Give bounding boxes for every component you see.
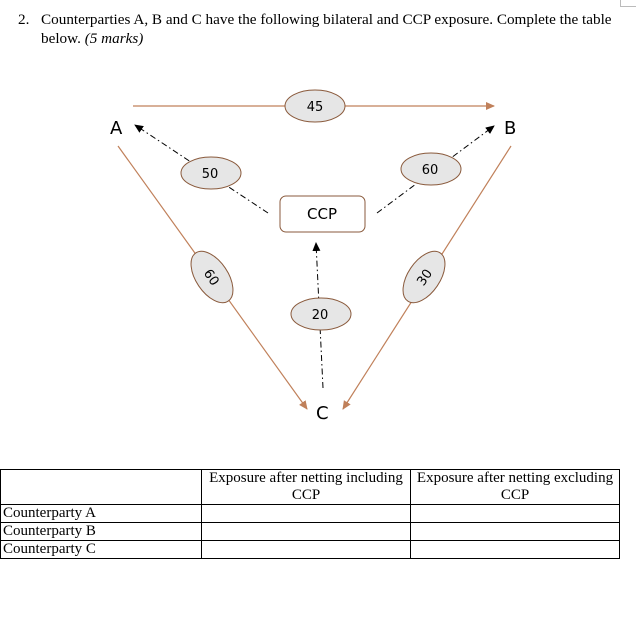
cell-c-excluding[interactable]	[410, 540, 620, 559]
question-marks: (5 marks)	[84, 30, 144, 47]
pill-c-to-ccp: 20	[290, 297, 352, 331]
pill-a-to-c: 60	[190, 250, 234, 304]
ccp-box: CCP	[279, 195, 366, 233]
page-corner-mark	[620, 0, 636, 7]
table-row: Counterparty B	[0, 522, 620, 541]
header-excluding-ccp: Exposure after netting excluding CCP	[410, 469, 620, 505]
row-label-c: Counterparty C	[0, 540, 202, 559]
pill-b-to-c: 30	[402, 250, 446, 304]
question-number: 2.	[18, 11, 30, 28]
node-b: B	[504, 118, 516, 139]
value-c-to-ccp: 20	[312, 308, 329, 323]
value-a-to-b: 45	[307, 100, 324, 115]
header-empty	[0, 469, 202, 505]
pill-ccp-to-a: 50	[180, 156, 242, 190]
cell-a-excluding[interactable]	[410, 504, 620, 523]
table-header-row: Exposure after netting including CCP Exp…	[0, 469, 620, 505]
pill-ccp-to-b: 60	[400, 152, 462, 186]
cell-c-including[interactable]	[201, 540, 411, 559]
cell-a-including[interactable]	[201, 504, 411, 523]
ccp-label: CCP	[307, 205, 337, 223]
answer-table: Exposure after netting including CCP Exp…	[0, 469, 620, 559]
question-body: Counterparties A, B and C have the follo…	[41, 11, 612, 47]
header-including-ccp: Exposure after netting including CCP	[201, 469, 411, 505]
question-text: Counterparties A, B and C have the follo…	[41, 10, 621, 48]
row-label-b: Counterparty B	[0, 522, 202, 541]
value-ccp-to-a: 50	[202, 167, 219, 182]
node-c: C	[316, 403, 329, 424]
value-ccp-to-b: 60	[422, 163, 439, 178]
exposure-diagram: A B C CCP 45 50 60 60 30 20	[110, 89, 516, 424]
cell-b-excluding[interactable]	[410, 522, 620, 541]
table-row: Counterparty C	[0, 540, 620, 559]
table-row: Counterparty A	[0, 504, 620, 523]
node-a: A	[110, 118, 123, 139]
pill-a-to-b: 45	[284, 89, 346, 123]
cell-b-including[interactable]	[201, 522, 411, 541]
row-label-a: Counterparty A	[0, 504, 202, 523]
